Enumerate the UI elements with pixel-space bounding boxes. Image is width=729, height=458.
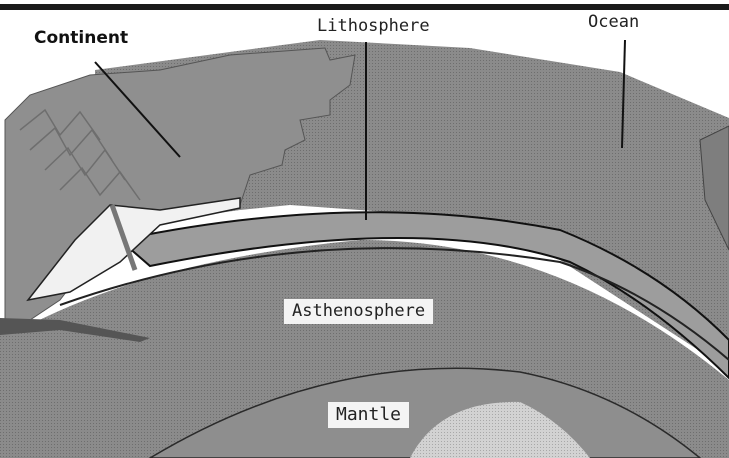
ocean-label: Ocean	[588, 14, 639, 31]
continent-label: Continent	[34, 30, 128, 47]
top-border-line	[0, 4, 729, 10]
mantle-label: Mantle	[328, 402, 409, 428]
lithosphere-label: Lithosphere	[317, 18, 430, 35]
asthenosphere-label: Asthenosphere	[284, 299, 433, 324]
